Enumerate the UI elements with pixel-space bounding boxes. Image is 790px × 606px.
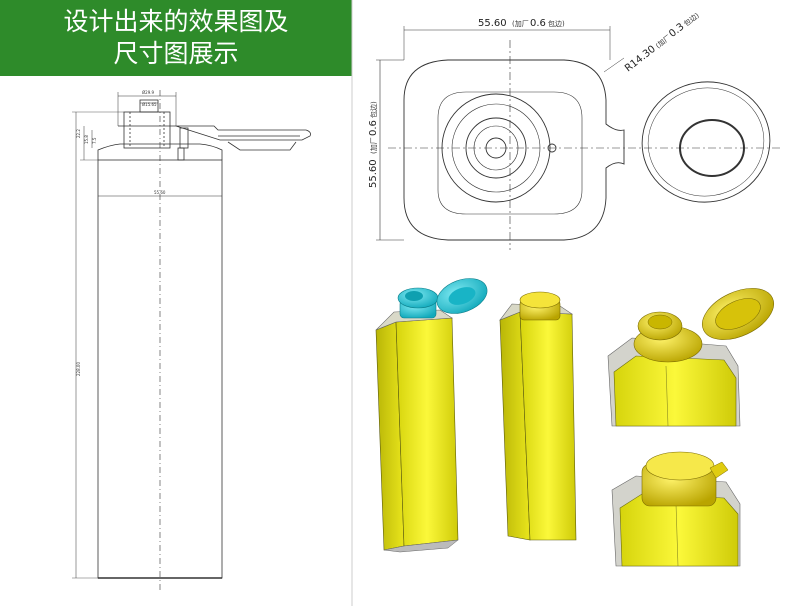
dim-height-tol: 0.6 — [368, 120, 379, 136]
dim-width-note-a: (加厂 — [512, 19, 529, 28]
render-closeup-open — [606, 286, 778, 427]
dim-width-value: 55.60 — [478, 18, 507, 29]
title-line-2: 尺寸图展示 — [113, 39, 239, 68]
dim-height-value: 55.60 — [368, 159, 379, 188]
dim-radius: R14.30 (加厂 0.3 包边) — [623, 10, 701, 75]
dim-width-tol: 0.6 — [530, 18, 546, 29]
dim-height: 228.00 — [76, 362, 81, 376]
render-can-closed — [499, 291, 577, 541]
render-can-cyan-cap — [375, 278, 488, 553]
dim-left-2: 15.8 — [84, 135, 89, 144]
render-closeup-closed — [611, 451, 741, 567]
dim-top-width: 55.60 (加厂 0.6 包边) — [478, 18, 565, 29]
title-line-1: 设计出来的效果图及 — [63, 7, 289, 36]
dim-height-note-b: 包边) — [369, 101, 378, 118]
dim-width-note-b: 包边) — [548, 19, 565, 28]
dim-left-1: 22.2 — [76, 129, 81, 138]
dim-radius-value: R14.30 — [623, 44, 658, 75]
dim-radius-note-b: 包边) — [682, 10, 701, 28]
dim-height-note-a: (加厂 — [369, 137, 378, 154]
dim-left-height: 55.60 (加厂 0.6 包边) — [368, 101, 379, 188]
dim-top-outer: Ø29.9 — [142, 90, 155, 95]
title-banner: 设计出来的效果图及 尺寸图展示 — [0, 0, 352, 76]
side-drawing — [72, 90, 311, 590]
top-drawing — [376, 26, 780, 250]
dim-left-3: 7.5 — [92, 137, 97, 144]
dim-body-width: 55.60 — [154, 190, 166, 195]
dim-top-inner: Ø15.65 — [142, 102, 157, 107]
